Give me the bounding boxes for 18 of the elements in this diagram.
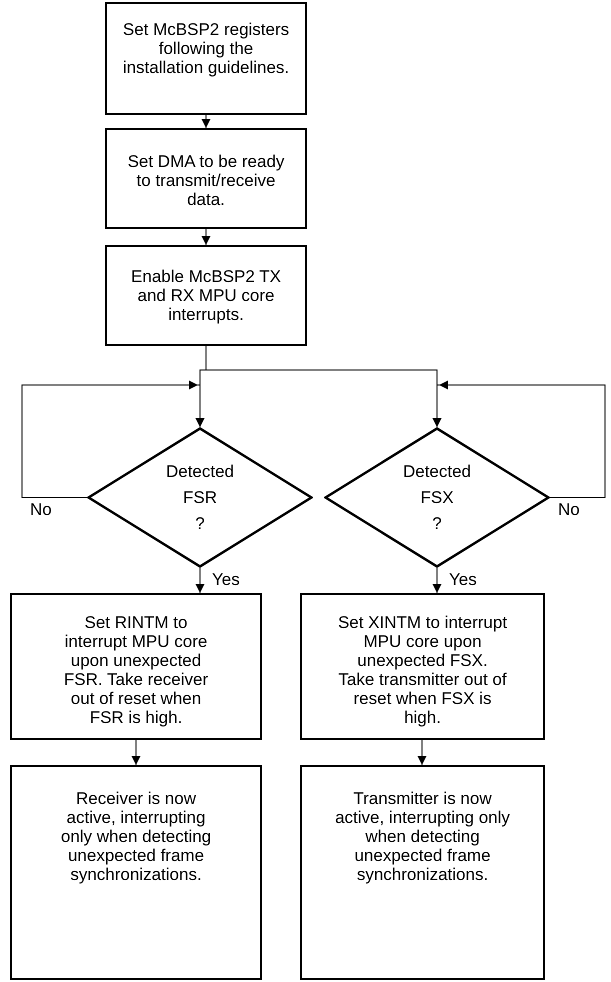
step-text: Set DMA to be ready to transmit/receive data. [126, 152, 286, 209]
step-text: Set RINTM to interrupt MPU core upon unexpected FSR. Take receiver out of reset when FSR is high. [62, 613, 210, 727]
decision-text: Detected FSR ? [164, 460, 236, 534]
process-box [105, 2, 307, 115]
decision-diamond [87, 427, 313, 568]
step-text: Enable McBSP2 TX and RX MPU core interrupts. [130, 267, 282, 324]
process-box [10, 765, 262, 980]
process-box [105, 128, 307, 229]
step-text: Set McBSP2 registers following the installation guidelines. [122, 20, 290, 77]
process-box [300, 593, 545, 740]
step-text: Set XINTM to interrupt MPU core upon unexpected FSX. Take transmitter out of reset when FSX is high. [338, 613, 508, 727]
process-box [105, 245, 307, 346]
decision-diamond [324, 427, 550, 568]
step-text: Receiver is now active, interrupting only when detecting unexpected frame synchronizations. [60, 789, 212, 884]
process-box [300, 765, 545, 980]
process-box [10, 593, 262, 740]
decision-text: Detected FSX ? [402, 460, 472, 534]
step-text: Transmitter is now active, interrupting only when detecting unexpected frame synchronizations. [335, 789, 510, 884]
